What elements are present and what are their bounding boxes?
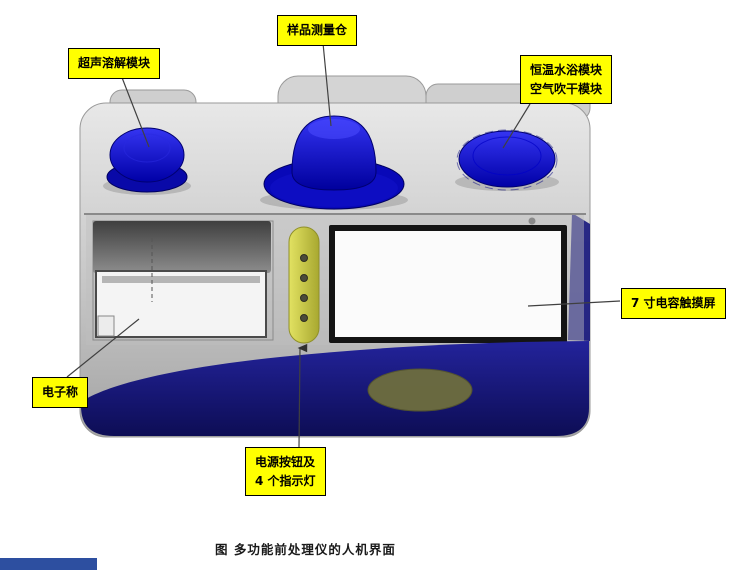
- device-base-band: [81, 341, 589, 436]
- callout-sample-chamber: 样品测量仓: [277, 15, 358, 46]
- taskbar-fragment: [0, 558, 97, 570]
- screen-screw: [528, 217, 536, 225]
- callout-ultrasonic-label: 超声溶解模块: [78, 56, 151, 70]
- base-oval-detail: [367, 368, 473, 412]
- callout-water-bath-label: 恒温水浴模块: [530, 63, 603, 77]
- water-bath-knob: [456, 129, 558, 191]
- callout-touch-screen: 7 寸电容触摸屏: [621, 288, 726, 319]
- device-right-side-shading: [568, 213, 590, 341]
- callout-ultrasonic-module: 超声溶解模块: [68, 48, 161, 79]
- callout-power-line1: 电源按钮及: [255, 455, 316, 469]
- indicator-light-1: [300, 254, 308, 262]
- power-button-panel: [288, 226, 320, 344]
- electronic-scale-module: [92, 220, 274, 341]
- leader-lines: [66, 42, 621, 448]
- leader-scale: [66, 318, 140, 378]
- callout-water-bath: 恒温水浴模块 空气吹干模块: [520, 55, 613, 105]
- callout-electronic-scale-label: 电子称: [42, 385, 79, 399]
- leader-water-bath: [502, 103, 531, 149]
- callout-power-line2: 4 个指示灯: [255, 473, 316, 488]
- leader-power-arrow: [297, 343, 308, 448]
- indicator-light-3: [300, 294, 308, 302]
- indicator-light-4: [300, 314, 308, 322]
- ultrasonic-module-knob: [106, 127, 188, 193]
- leader-ultrasonic: [120, 74, 150, 148]
- callout-power-button: 电源按钮及 4 个指示灯: [245, 447, 326, 497]
- leader-sample-chamber: [322, 42, 332, 127]
- callout-air-dry-label: 空气吹干模块: [530, 81, 603, 96]
- callout-touch-screen-label: 7 寸电容触摸屏: [631, 296, 716, 310]
- sample-chamber-cap: [263, 115, 405, 210]
- leader-touch-screen: [527, 300, 621, 307]
- callout-electronic-scale: 电子称: [32, 377, 89, 408]
- indicator-light-2: [300, 274, 308, 282]
- figure-caption: 图 多功能前处理仪的人机界面: [215, 542, 396, 557]
- touch-screen: [329, 217, 567, 343]
- callout-sample-chamber-label: 样品测量仓: [287, 23, 348, 37]
